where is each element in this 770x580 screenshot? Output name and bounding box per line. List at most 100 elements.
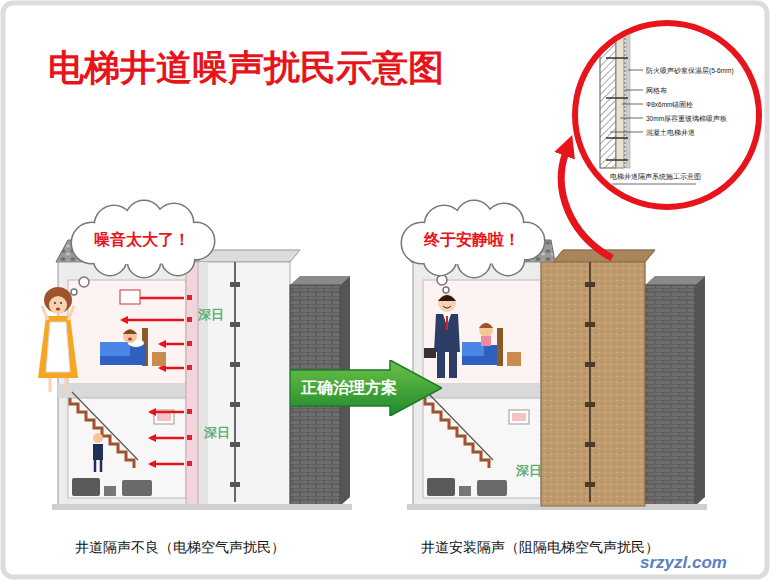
bubble-trails — [437, 275, 447, 285]
cloud-outline — [86, 217, 198, 265]
bed-scene-left — [120, 290, 140, 304]
noise-arrows — [160, 367, 184, 370]
watermark-logo: 深日 — [198, 306, 224, 323]
inset-circle — [610, 70, 643, 132]
sound-insulation-layer — [541, 262, 645, 506]
noise-arrows — [150, 437, 184, 440]
businessman-figure — [437, 352, 445, 378]
arrow-label: 正确治理方案 — [301, 378, 397, 398]
woman-figure — [46, 322, 70, 372]
bed-scene-right — [497, 328, 503, 366]
sound-insulation-layer — [585, 362, 595, 367]
man-figure-left — [93, 433, 103, 443]
diagram-title: 电梯井道噪声扰民示意图 — [48, 46, 444, 90]
noise-arrows — [122, 298, 184, 464]
bubble-text: 终于安静啦！ — [424, 230, 520, 250]
businessman-figure — [443, 306, 451, 308]
man-figure-left — [93, 433, 103, 472]
layer-label: 防火吸声砂浆保温层(5-6mm) — [646, 66, 734, 75]
watermark-logo: 深日 — [204, 424, 230, 441]
man-figure-left — [95, 460, 101, 472]
bed-scene-left — [100, 342, 130, 356]
right-building — [407, 240, 707, 510]
solution-arrow: 正确治理方案 — [290, 360, 442, 416]
thought-bubble: 终于安静啦！ — [396, 203, 548, 275]
businessman-figure — [434, 314, 460, 352]
bed-scene-left — [123, 330, 137, 335]
businessman-figure — [424, 348, 436, 358]
woman-figure — [49, 296, 67, 314]
inset-circle — [575, 23, 759, 207]
bubble-text: 噪音太大了！ — [94, 230, 190, 250]
noise-dots — [187, 409, 192, 414]
arrow-shape — [290, 360, 442, 416]
noise-dots — [187, 295, 192, 300]
woman-figure — [38, 287, 78, 392]
layer-label: 网格布 — [646, 86, 667, 95]
inset-circle — [600, 26, 616, 168]
inset-circle — [606, 159, 628, 161]
inset-circle — [620, 118, 643, 119]
inset-circle — [612, 184, 696, 185]
panel-caption: 井道安装隔声（阻隔电梯空气声扰民） — [421, 538, 659, 556]
left-lower-room — [70, 392, 174, 496]
layer-label: 30mm厚容重玻璃棉吸声板 — [646, 114, 727, 123]
detail-inset: 防火吸声砂浆保温层(5-6mm) 网格布 Φ8x6mm锚固栓 30mm厚容重玻璃棉吸声… — [570, 18, 764, 212]
woman-figure — [60, 302, 62, 304]
inset-circle — [610, 132, 643, 133]
cloud-outline — [416, 217, 528, 265]
bubble-trails — [71, 275, 449, 295]
businessman-figure — [438, 294, 456, 312]
woman-figure — [50, 378, 66, 392]
inset-circle — [606, 137, 628, 139]
noise-dots — [187, 317, 192, 322]
watermark-url: srzyzl.com — [640, 552, 727, 573]
right-lower-room — [425, 392, 529, 496]
page-frame — [3, 3, 767, 577]
layer-label: Φ8x6mm锚固栓 — [646, 100, 694, 109]
noise-arrows — [150, 411, 184, 414]
woman-figure — [56, 308, 60, 311]
panel-caption: 井道隔声不良（电梯空气声扰民） — [75, 538, 285, 556]
bed-scene-left — [152, 352, 166, 366]
bubble-trails — [71, 289, 77, 295]
woman-figure — [38, 316, 78, 378]
noise-dots — [187, 295, 192, 466]
thought-bubble: 噪音太大了！ — [66, 203, 218, 275]
noise-dots — [187, 341, 192, 346]
bed-scene-right — [462, 323, 521, 366]
sound-insulation-layer — [585, 482, 595, 487]
man-figure-left — [93, 444, 103, 460]
sound-insulation-layer — [585, 442, 595, 447]
sound-insulation-layer — [541, 250, 655, 506]
bed-scene-left — [100, 290, 166, 366]
bed-scene-right — [462, 342, 484, 356]
businessman-figure — [449, 352, 457, 378]
inset-caption: 电梯井道隔声系统施工示意图 — [610, 172, 701, 181]
inset-circle — [625, 26, 626, 168]
bed-scene-left — [123, 329, 137, 343]
woman-figure — [54, 302, 56, 304]
inset-circle — [616, 26, 624, 168]
woman-figure — [42, 306, 74, 320]
noise-arrows — [150, 463, 184, 466]
businessman-figure — [438, 295, 456, 301]
bubble-trails — [79, 277, 89, 287]
noise-arrows — [122, 319, 184, 322]
sound-insulation-layer — [585, 402, 595, 407]
bed-scene-right — [481, 336, 491, 346]
inset-circle — [606, 57, 628, 59]
inset-circle — [628, 70, 643, 71]
noise-dots — [187, 435, 192, 440]
inset-circle — [606, 97, 628, 99]
noise-dots — [187, 365, 192, 370]
sound-insulation-layer — [585, 282, 595, 487]
woman-figure — [44, 287, 72, 313]
inset-circle — [626, 26, 630, 168]
noise-arrows — [160, 343, 184, 346]
bed-scene-left — [128, 337, 132, 340]
businessman-figure — [424, 294, 460, 378]
sound-insulation-layer — [585, 322, 595, 327]
noise-dots — [187, 461, 192, 466]
